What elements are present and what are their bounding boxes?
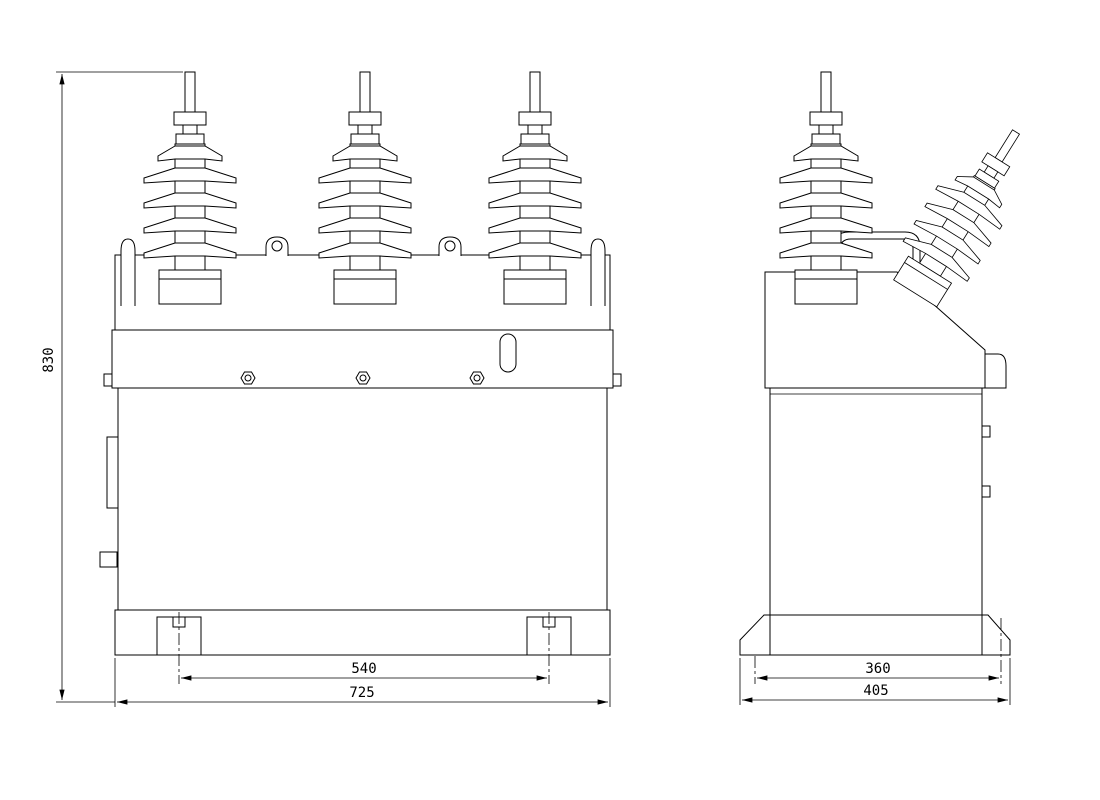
front-tank-body: [117, 387, 608, 611]
dimension-label: 360: [865, 661, 890, 677]
bolt-hole: [473, 374, 481, 382]
front-view: [99, 71, 622, 684]
dimension-label: 405: [863, 683, 888, 699]
lifting-eye-right: [438, 236, 462, 256]
dim-side-overall-depth: 405: [739, 658, 1011, 705]
bushing-slanted: [882, 111, 1049, 314]
dim-side-mounting-span: 360: [754, 618, 1002, 684]
dim-front-mounting-span: 540: [181, 661, 547, 681]
dimension-label: 830: [41, 347, 57, 372]
bolt-icon: [355, 371, 371, 385]
dimension-annotations: 830 540 725 360 405: [41, 71, 1011, 707]
dimension-label: 540: [351, 661, 376, 677]
drain-tab: [99, 551, 118, 568]
side-wall-tab-upper: [981, 425, 991, 438]
side-base-plate: [739, 614, 1011, 656]
cable-slot: [499, 333, 517, 373]
side-wall-tab-lower: [981, 485, 991, 498]
lifting-eye-hole: [271, 240, 283, 252]
dim-overall-height: 830: [41, 71, 183, 703]
lifting-eye-left: [265, 236, 289, 256]
lifting-eye-hole: [444, 240, 456, 252]
bolt-icon: [240, 371, 256, 385]
dim-front-overall-width: 725: [114, 658, 611, 707]
bolt-icon: [469, 371, 485, 385]
bolt-hole: [359, 374, 367, 382]
side-view: [739, 71, 1049, 656]
side-bracket: [984, 353, 1007, 389]
lifting-lug-right: [590, 238, 606, 306]
dimension-label: 725: [349, 685, 374, 701]
side-tank-body: [769, 387, 983, 616]
bushing-vertical: [779, 71, 873, 305]
band-tab-left: [103, 373, 113, 387]
side-plate: [106, 436, 119, 509]
band-tab-right: [612, 373, 622, 387]
bolt-hole: [244, 374, 252, 382]
lifting-lug-left: [120, 238, 136, 306]
